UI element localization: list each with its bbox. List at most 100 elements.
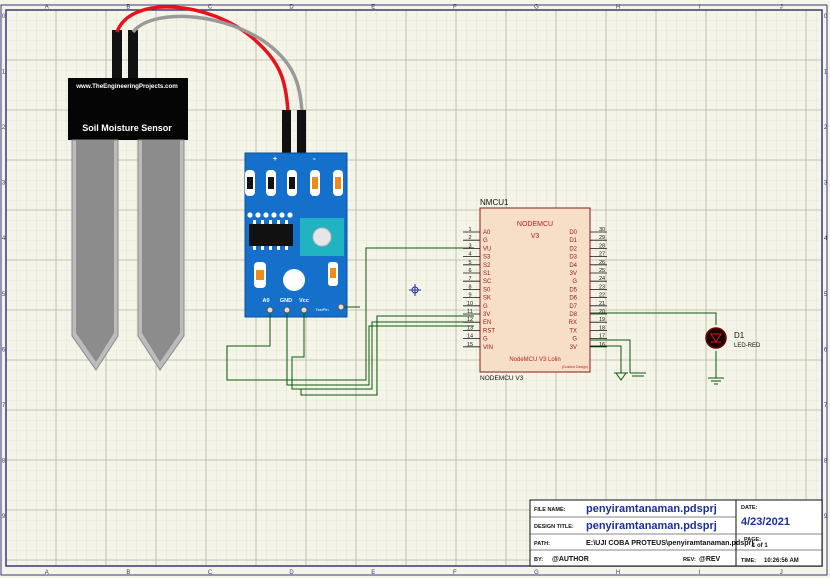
soil-sensor-module[interactable]: + -	[244, 110, 348, 318]
path-value: E:\UJI COBA PROTEUS\penyiramtanaman.pdsp…	[586, 538, 753, 547]
nodemcu-right-pin-number: 19	[599, 317, 605, 323]
zone-col-label-top: H	[616, 5, 620, 11]
nodemcu-left-pin-number: 11	[467, 309, 473, 315]
led-ref: D1	[734, 331, 745, 340]
nodemcu-right-pin-label: D8	[569, 312, 577, 318]
soil-moisture-sensor[interactable]: www.TheEngineeringProjects.com Soil Mois…	[68, 30, 188, 371]
zone-col-label-bottom: I	[699, 570, 701, 576]
nodemcu-left-pin-label: SK	[483, 296, 491, 302]
time-value: 10:26:56 AM	[764, 558, 799, 564]
ground-symbol-led	[708, 377, 724, 385]
zone-col-label-top: B	[126, 5, 130, 11]
nodemcu-left-pin-label: RST	[483, 328, 495, 334]
zone-row-label-right: 7	[824, 403, 828, 409]
nodemcu-left-pin-number: 2	[468, 235, 471, 241]
wire-d8-led[interactable]	[590, 312, 717, 325]
zone-row-label-right: 5	[824, 292, 828, 298]
zone-row-label-left: 6	[2, 347, 6, 353]
nodemcu-right-pin-number: 26	[599, 260, 605, 266]
nodemcu-right-pin-number: 20	[599, 309, 605, 315]
nodemcu-right-pin-label: G	[572, 279, 577, 285]
sensor-site-text: www.TheEngineeringProjects.com	[75, 83, 178, 90]
nodemcu-value: NODEMCU V3	[480, 375, 524, 382]
wire-vcc-3v[interactable]	[291, 313, 474, 390]
wire-a0-vu[interactable]	[226, 247, 474, 381]
sensor-head	[68, 78, 188, 140]
zone-col-label-top: C	[208, 5, 213, 11]
nodemcu-right-pin-number: 22	[599, 293, 605, 299]
module-pin-vcc[interactable]	[300, 306, 308, 314]
nodemcu-right-pin-number: 17	[599, 334, 605, 340]
zone-row-label-right: 9	[824, 514, 828, 520]
module-testpin-label: TestPin	[315, 307, 328, 312]
zone-row-label-right: 2	[824, 125, 828, 131]
zone-row-label-left: 8	[2, 459, 6, 465]
design-title-label: DESIGN TITLE:	[534, 524, 574, 530]
date-value: 4/23/2021	[741, 516, 790, 528]
zone-col-label-bottom: E	[371, 570, 375, 576]
nodemcu-left-pin-label: G	[483, 337, 488, 343]
zone-col-label-top: I	[699, 5, 701, 11]
nodemcu-right-pin-label: D7	[569, 304, 577, 310]
nodemcu-right-pin-label: 3V	[570, 345, 577, 351]
module-pads	[247, 212, 293, 218]
zone-row-label-left: 7	[2, 403, 6, 409]
module-plus-label: +	[273, 156, 277, 163]
gray-probe-wire[interactable]	[131, 14, 304, 113]
nodemcu-right-pin-number: 29	[599, 235, 605, 241]
nodemcu-right-pin-label: D3	[569, 255, 577, 261]
module-ic	[249, 224, 293, 246]
nodemcu-left-pin-label: VU	[483, 246, 491, 252]
wire-net[interactable]	[226, 247, 717, 396]
module-pin-a0[interactable]	[266, 306, 274, 314]
zone-col-label-top: J	[780, 5, 783, 11]
nodemcu-left-pin-number: 9	[468, 293, 471, 299]
nodemcu-right-pin-number: 25	[599, 268, 605, 274]
nodemcu-right-pin-number: 30	[599, 227, 605, 233]
zone-row-label-right: 4	[824, 236, 828, 242]
zone-col-label-top: G	[534, 5, 539, 11]
rev-value: @REV	[699, 556, 721, 563]
sensor-pin-right	[128, 30, 138, 80]
nodemcu-component[interactable]: NMCU1 NODEMCU V3 NodeMCU V3 Lolin (Custo…	[463, 198, 607, 382]
nodemcu-left-pin-number: 7	[468, 276, 471, 282]
nodemcu-left-pin-label: EN	[483, 320, 491, 326]
sheet-border	[5, 9, 823, 567]
zone-col-label-bottom: J	[780, 570, 783, 576]
module-pin-gnd[interactable]	[283, 306, 291, 314]
zone-row-label-left: 1	[2, 69, 6, 75]
nodemcu-version: V3	[531, 233, 540, 240]
nodemcu-right-pin-label: 3V	[570, 271, 577, 277]
zone-col-label-bottom: F	[453, 570, 457, 576]
zone-row-label-right: 8	[824, 459, 828, 465]
nodemcu-right-pin-label: D4	[569, 263, 577, 269]
wire-gnd-g[interactable]	[286, 313, 474, 386]
zone-col-label-top: F	[453, 5, 457, 11]
nodemcu-right-pin-number: 18	[599, 325, 605, 331]
sensor-pin-left	[112, 30, 122, 80]
sheet-outer-border	[0, 4, 828, 576]
module-pin-test[interactable]	[337, 303, 345, 311]
nodemcu-right-pin-label: D1	[569, 238, 577, 244]
nodemcu-left-pin-number: 6	[468, 268, 471, 274]
zone-col-label-bottom: D	[289, 570, 294, 576]
led-d1[interactable]: D1 LED-RED	[705, 327, 761, 349]
wire-g-gnd[interactable]	[590, 339, 631, 373]
nodemcu-left-pin-number: 12	[467, 317, 473, 323]
nodemcu-left-pin-number: 5	[468, 260, 471, 266]
nodemcu-footer: NodeMCU V3 Lolin	[509, 357, 560, 363]
wire-3v-gnd[interactable]	[590, 345, 622, 373]
module-led-indicator	[283, 269, 305, 291]
nodemcu-title: NODEMCU	[517, 221, 553, 228]
zone-col-label-bottom: C	[208, 570, 213, 576]
author-value: @AUTHOR	[552, 556, 589, 563]
cursor-crosshair	[409, 284, 421, 296]
zone-row-label-right: 3	[824, 181, 828, 187]
nodemcu-right-pin-label: D5	[569, 287, 577, 293]
zone-col-label-top: A	[45, 5, 49, 11]
file-name-label: FILE NAME:	[534, 507, 566, 513]
wire-vcc-rst[interactable]	[300, 315, 474, 396]
